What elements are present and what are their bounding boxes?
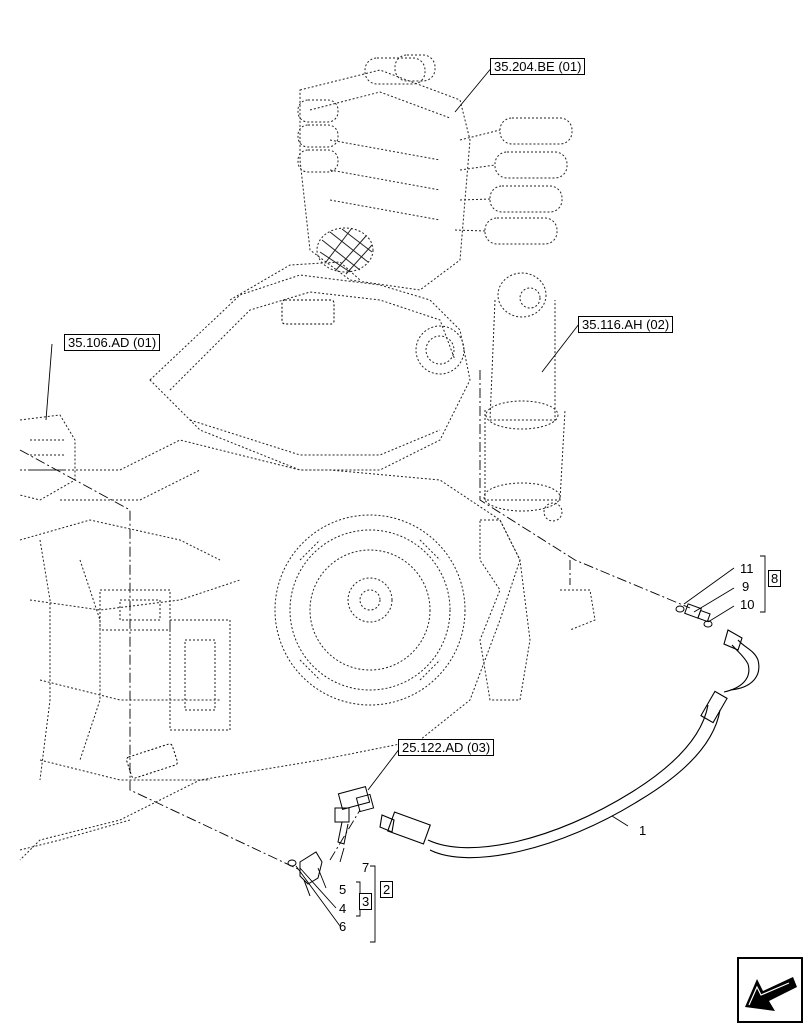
- callout-5: 5: [339, 882, 347, 897]
- assembly-center-lines: [19, 370, 691, 871]
- callout-3: 3: [359, 893, 373, 910]
- hydraulic-hose: [379, 629, 760, 859]
- callout-7: 7: [362, 860, 370, 875]
- callout-11: 11: [740, 561, 754, 576]
- callout-6: 6: [339, 919, 347, 934]
- previous-page-arrow-icon[interactable]: [737, 957, 803, 1023]
- ref-25-122-ad[interactable]: 25.122.AD (03): [398, 739, 495, 756]
- ref-35-116-ah[interactable]: 35.116.AH (02): [578, 316, 674, 333]
- adapter-fittings: [675, 603, 713, 628]
- callout-1: 1: [639, 823, 647, 838]
- elbow-fitting: [287, 851, 323, 897]
- ref-35-106-ad[interactable]: 35.106.AD (01): [64, 334, 161, 351]
- transmission-housing: [19, 261, 596, 861]
- lift-cylinder: [483, 272, 566, 522]
- control-valve-assembly: [297, 54, 573, 291]
- exploded-parts-diagram: [19, 54, 766, 943]
- cnh-logo: [126, 299, 335, 779]
- callout-10: 10: [740, 597, 755, 612]
- callout-leaders: [45, 65, 766, 943]
- callout-4: 4: [339, 901, 347, 916]
- tee-fitting: [334, 786, 375, 845]
- callout-9: 9: [742, 579, 750, 594]
- callout-8: 8: [768, 570, 782, 587]
- ref-35-204-be[interactable]: 35.204.BE (01): [490, 58, 586, 75]
- callout-2: 2: [380, 881, 394, 898]
- left-edge-component: [19, 414, 76, 501]
